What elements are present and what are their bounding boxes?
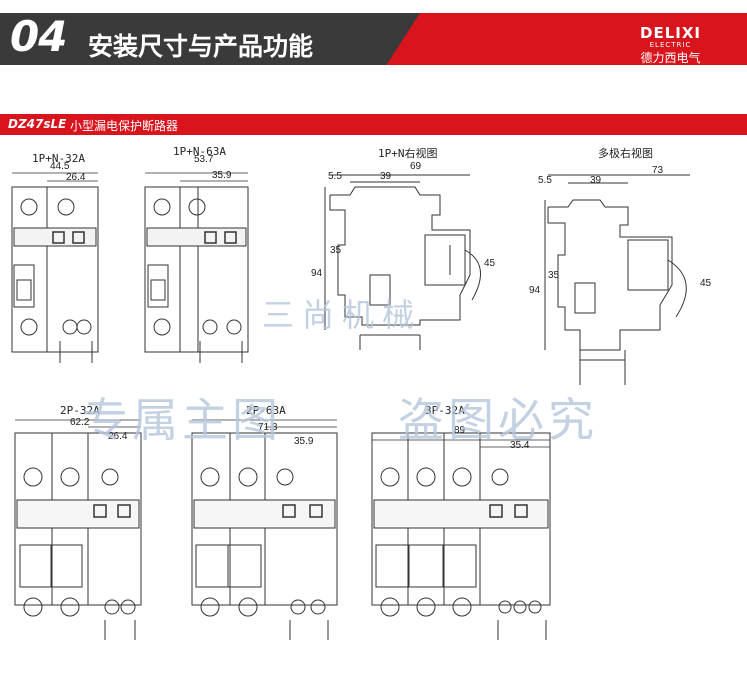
dim-2p-32a-width: 62.2	[70, 417, 90, 428]
label-2p-32a: 2P-32A	[60, 404, 100, 417]
dim-2p-63a-right: 35.9	[294, 436, 314, 447]
breaker-2p-63a	[191, 432, 338, 640]
dim-1pn-side-h3: 45	[484, 258, 496, 269]
dim-1pn-side-c: 69	[410, 161, 422, 172]
label-1pn-side: 1P+N右视图	[378, 147, 438, 160]
dim-3p-32a-width: 89	[454, 425, 466, 436]
dim-1pn-63a-right: 35.9	[212, 170, 232, 181]
dimension-lines	[12, 172, 550, 448]
side-view-multipole	[544, 174, 690, 385]
dim-multipole-side-a: 5.5	[538, 175, 552, 186]
product-model: DZ47sLE	[8, 117, 67, 131]
dim-1pn-32a-width: 44.5	[50, 161, 70, 172]
dim-multipole-side-h1: 94	[529, 285, 541, 296]
watermark-line3: 盗图必究	[398, 393, 598, 447]
watermark-line1: 三尚机械	[262, 296, 423, 334]
watermark-line2: 专属主图	[82, 393, 282, 447]
dim-1pn-side-a: 5.5	[328, 171, 342, 182]
product-bar: DZ47sLE 小型漏电保护断路器	[0, 114, 747, 135]
logo-name: DELIXI	[640, 24, 701, 42]
dim-2p-63a-width: 71.3	[258, 422, 278, 433]
logo-sub: ELECTRIC	[649, 41, 692, 49]
label-2p-63a: 2P-63A	[246, 404, 286, 417]
dim-1pn-side-h2: 35	[330, 245, 342, 256]
side-view-1pn	[324, 174, 481, 350]
header-dark-band	[0, 13, 420, 65]
breaker-2p-32a	[14, 432, 142, 640]
dim-multipole-side-h3: 45	[700, 278, 712, 289]
label-3p-32a: 3P-32A	[425, 404, 465, 417]
label-1pn-63a: 1P+N-63A	[173, 145, 226, 158]
logo-cn: 德力西电气	[640, 51, 701, 65]
header: 04 安装尺寸与产品功能 DELIXI ELECTRIC 德力西电气	[0, 0, 747, 70]
dim-1pn-63a-width: 53.7	[194, 154, 214, 165]
dim-2p-32a-right: 26.4	[108, 431, 128, 442]
dimension-drawings	[11, 172, 690, 640]
brand-logo: DELIXI ELECTRIC 德力西电气	[640, 24, 701, 66]
section-title: 安装尺寸与产品功能	[88, 32, 314, 61]
dim-multipole-side-c: 73	[652, 165, 664, 176]
breaker-3p-32a	[371, 432, 551, 640]
label-multipole-side: 多极右视图	[598, 147, 653, 160]
dim-multipole-side-h2: 35	[548, 270, 560, 281]
dim-1pn-side-h1: 94	[311, 268, 323, 279]
label-1pn-32a: 1P+N-32A	[32, 152, 85, 165]
product-subtitle: 小型漏电保护断路器	[70, 119, 179, 133]
dim-3p-32a-right: 35.4	[510, 440, 530, 451]
breaker-1pn-63a	[144, 186, 249, 363]
section-number: 04	[10, 12, 67, 61]
dim-1pn-32a-right: 26.4	[66, 172, 86, 183]
dim-1pn-side-b: 39	[380, 171, 392, 182]
dim-multipole-side-b: 39	[590, 175, 602, 186]
breaker-1pn-32a	[11, 186, 99, 363]
